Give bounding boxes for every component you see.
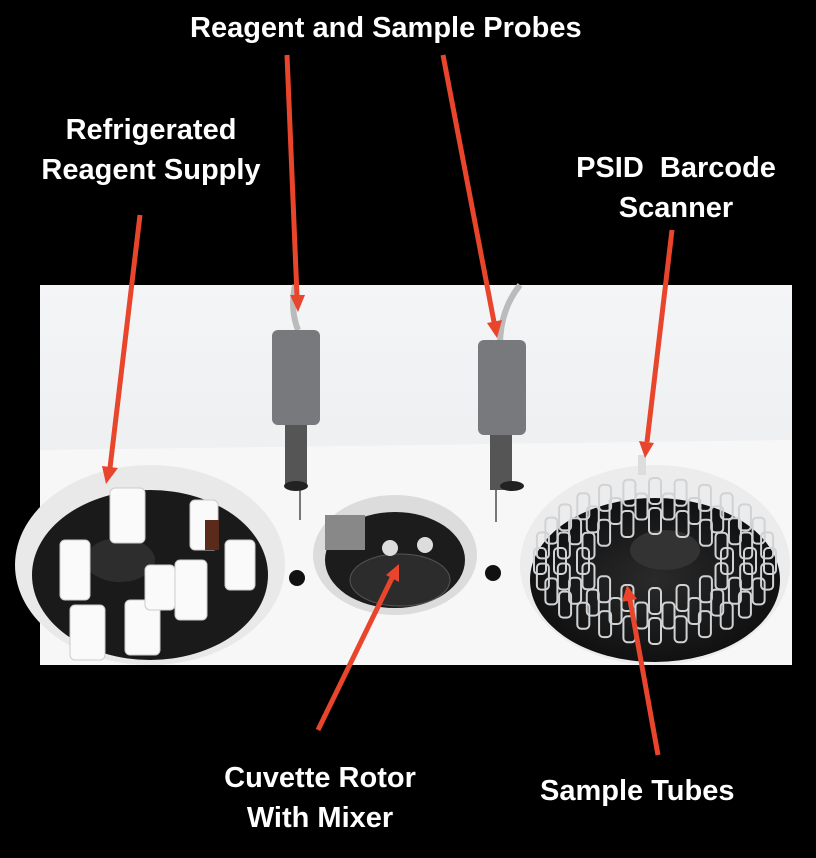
sample-tube [556,562,571,591]
sample-tube [698,575,713,604]
sample-tube [608,496,623,525]
label-reagent-supply-line1: Refrigerated [65,114,237,146]
sample-tube [597,575,612,604]
sample-tube [673,615,688,644]
label-cuvette-rotor-line2: With Mixer [246,802,394,834]
sample-tube [739,562,754,591]
sample-tube [763,547,777,575]
sample-tube [556,531,571,560]
label-reagent-supply-line2: Reagent Supply [41,154,261,186]
sample-tube [687,496,702,525]
label-reagent-supply: Refrigerated Reagent Supply [36,110,266,190]
sample-tube [760,531,775,560]
sample-tube [714,562,729,591]
arrow-barcode-scanner [639,229,675,458]
sample-tube [727,576,742,605]
label-sample-tubes: Sample Tubes [540,775,735,807]
label-cuvette-rotor: Cuvette Rotor With Mixer [210,758,430,838]
sample-tube [743,547,757,575]
arrow-reagent-supply [102,214,143,484]
sample-tube [675,583,690,612]
sample-tube [581,531,596,560]
sample-tube [673,478,688,507]
sample-tube [648,587,662,615]
label-barcode-scanner: PSID Barcode Scanner [566,148,786,228]
sample-tube [634,492,649,521]
arrow-cuvette-rotor [315,564,399,732]
label-barcode-scanner-line1: PSID Barcode [576,152,776,184]
sample-tube [558,503,573,532]
sample-tube [608,597,623,626]
arrows [102,54,675,756]
label-probes: Reagent and Sample Probes [190,12,582,44]
sample-tube [544,516,559,545]
sample-tube [568,576,583,605]
sample-tube [687,597,702,626]
label-barcode-scanner-line2: Scanner [618,192,734,224]
sample-tray [520,455,790,665]
label-cuvette-rotor-line1: Cuvette Rotor [224,762,416,794]
sample-tube [714,531,729,560]
sample-tube [535,562,550,591]
sample-tube [661,601,676,630]
arrow-sample-tubes [622,585,661,756]
sample-tube [568,517,583,546]
sample-tube [620,510,635,539]
sample-tube [751,516,766,545]
arrow-probe-right [440,54,502,338]
sample-tube [739,531,754,560]
sample-tube [737,503,752,532]
reagent-tray [15,465,285,665]
arrow-probe-left [284,54,305,312]
sample-tube [648,477,662,505]
sample-tube [737,590,752,619]
probe-arm-left [272,284,320,520]
sample-tube [698,518,713,547]
sample-tube [648,507,662,535]
sample-tube [727,517,742,546]
sample-tube [558,590,573,619]
sample-tube [661,492,676,521]
sample-tube [535,531,550,560]
sample-tube [544,577,559,606]
sample-tube [751,577,766,606]
sample-tube [760,562,775,591]
sample-tube [597,518,612,547]
sample-tube [634,601,649,630]
sample-tube [533,547,547,575]
sample-tube [553,547,567,575]
cuvette-rotor [289,495,501,615]
sample-tube [622,478,637,507]
sample-tube [648,617,662,645]
sample-tube [675,510,690,539]
probe-arm-right [478,283,526,522]
